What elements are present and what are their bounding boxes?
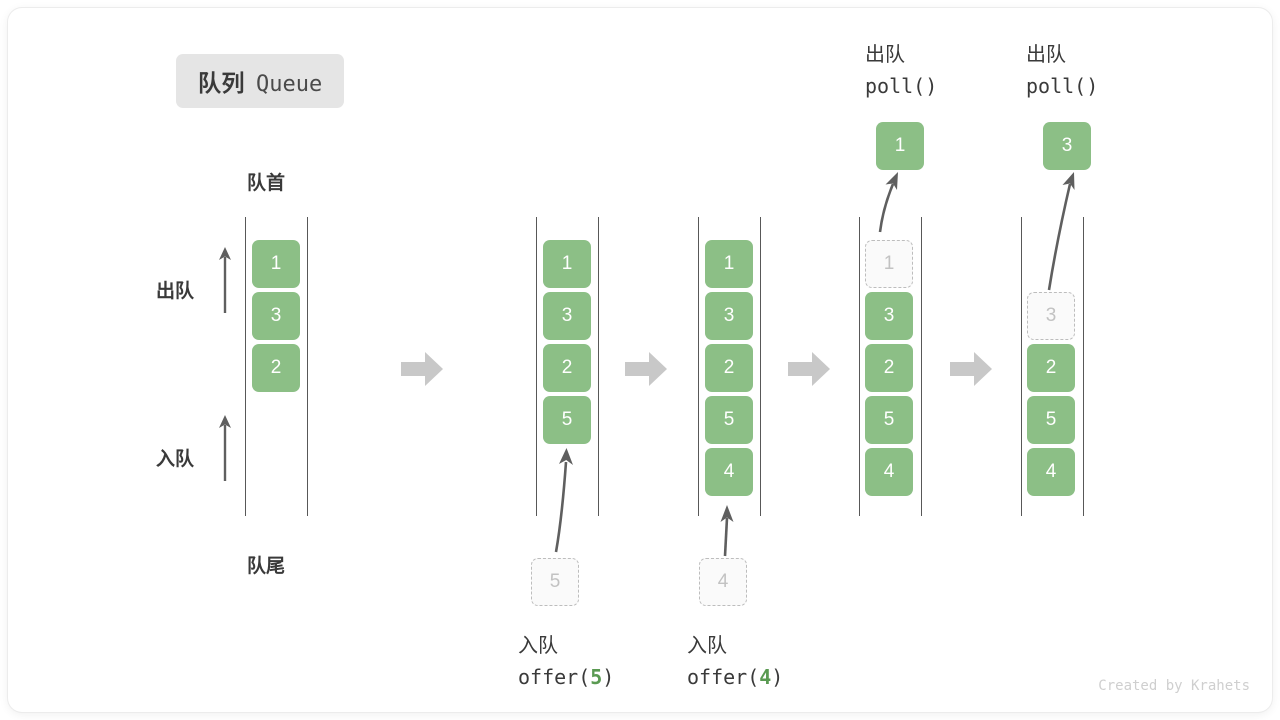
code-prefix: poll( xyxy=(1026,74,1087,98)
dequeue-indicator-label: 出队 xyxy=(156,281,195,302)
queue-cell: 5 xyxy=(1027,396,1075,444)
step-arrow-icon xyxy=(401,352,443,386)
watermark: Created by Krahets xyxy=(1098,678,1250,694)
diagram-card: 队列 Queue 队首 队尾 出队 入队 1 3 2 1 3 2 5 xyxy=(8,8,1272,712)
enqueue-indicator-arrow-icon xyxy=(219,415,231,481)
queue-cell: 5 xyxy=(865,396,913,444)
queue-cell: 4 xyxy=(705,448,753,496)
ghost-cell: 3 xyxy=(1027,292,1075,340)
queue-cell: 2 xyxy=(543,344,591,392)
dequeue-op-label: 出队 xyxy=(1026,44,1066,66)
code-prefix: offer( xyxy=(518,665,591,689)
dequeue-op-label: 出队 xyxy=(865,44,905,66)
diagram-title-badge: 队列 Queue xyxy=(176,54,345,108)
enqueue-operation-arrow-icon xyxy=(554,448,573,553)
enqueue-op-code: offer(4) xyxy=(687,665,783,689)
enqueue-indicator-label: 入队 xyxy=(156,449,195,470)
queue-rail-right xyxy=(307,217,308,516)
code-arg: 5 xyxy=(590,665,603,689)
queue-cell: 2 xyxy=(865,344,913,392)
step-arrow-icon xyxy=(950,352,992,386)
queue-cell: 3 xyxy=(252,292,300,340)
step-arrow-icon xyxy=(788,352,830,386)
code-suffix: ) xyxy=(1086,74,1099,98)
queue-cell: 2 xyxy=(1027,344,1075,392)
dequeue-operation-arrow-icon xyxy=(1047,172,1075,291)
queue-cell: 1 xyxy=(705,240,753,288)
queue-cell: 3 xyxy=(865,292,913,340)
dequeue-op-code: poll() xyxy=(865,74,937,98)
front-label: 队首 xyxy=(247,173,286,194)
rear-label: 队尾 xyxy=(247,556,286,577)
code-prefix: offer( xyxy=(687,665,760,689)
queue-rail-left xyxy=(1021,217,1022,516)
step-arrow-icon xyxy=(625,352,667,386)
title-en: Queue xyxy=(256,72,323,97)
queue-rail-right xyxy=(1083,217,1084,516)
queue-cell: 3 xyxy=(705,292,753,340)
popped-cell: 3 xyxy=(1043,122,1091,170)
enqueue-op-label: 入队 xyxy=(687,635,727,657)
enqueue-op-code: offer(5) xyxy=(518,665,614,689)
code-suffix: ) xyxy=(925,74,938,98)
queue-rail-right xyxy=(598,217,599,516)
queue-cell: 3 xyxy=(543,292,591,340)
queue-rail-left xyxy=(859,217,860,516)
enqueue-operation-arrow-icon xyxy=(720,505,734,557)
queue-cell: 1 xyxy=(252,240,300,288)
queue-rail-right xyxy=(760,217,761,516)
popped-cell: 1 xyxy=(876,122,924,170)
ghost-cell: 4 xyxy=(699,558,747,606)
code-suffix: ) xyxy=(602,665,615,689)
queue-rail-left xyxy=(698,217,699,516)
title-cn: 队列 xyxy=(198,70,245,96)
code-prefix: poll( xyxy=(865,74,926,98)
queue-cell: 2 xyxy=(705,344,753,392)
dequeue-indicator-arrow-icon xyxy=(219,247,231,313)
code-suffix: ) xyxy=(771,665,784,689)
ghost-cell: 5 xyxy=(531,558,579,606)
queue-rail-left xyxy=(536,217,537,516)
dequeue-operation-arrow-icon xyxy=(878,172,898,233)
dequeue-op-code: poll() xyxy=(1026,74,1098,98)
queue-cell: 4 xyxy=(1027,448,1075,496)
queue-rail-left xyxy=(245,217,246,516)
ghost-cell: 1 xyxy=(865,240,913,288)
queue-cell: 1 xyxy=(543,240,591,288)
queue-cell: 5 xyxy=(543,396,591,444)
queue-rail-right xyxy=(921,217,922,516)
queue-cell: 4 xyxy=(865,448,913,496)
enqueue-op-label: 入队 xyxy=(518,635,558,657)
queue-cell: 5 xyxy=(705,396,753,444)
code-arg: 4 xyxy=(759,665,772,689)
queue-cell: 2 xyxy=(252,344,300,392)
